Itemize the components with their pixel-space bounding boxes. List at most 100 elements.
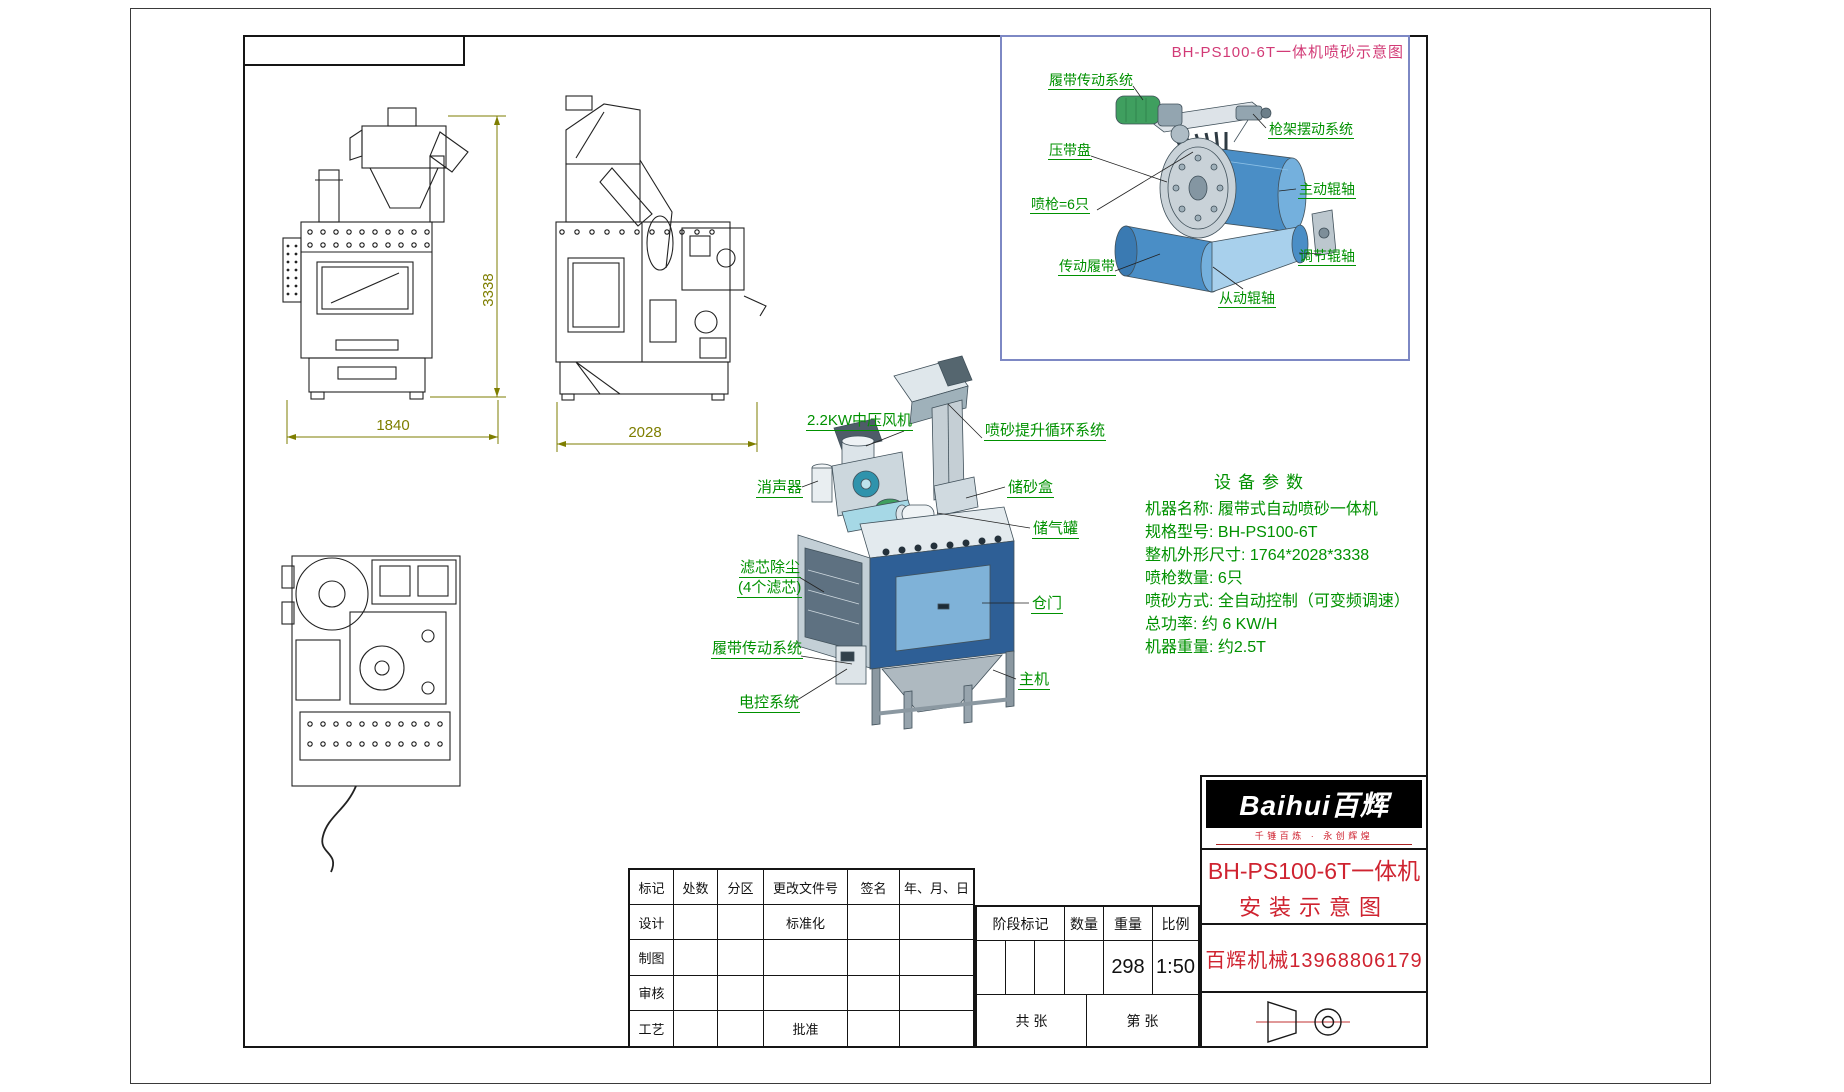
spec-total-power: 总功率: 约 6 KW/H — [1145, 616, 1278, 633]
spec-overall-size: 整机外形尺寸: 1764*2028*3338 — [1145, 547, 1370, 564]
label-filter-dust-line1: 滤芯除尘 — [739, 559, 802, 578]
company-contact: 百辉机械13968806179 — [1202, 923, 1426, 991]
label-muffler: 消声器 — [756, 479, 804, 498]
header-signature: 签名 — [848, 870, 900, 906]
label-electric-control: 电控系统 — [738, 694, 801, 713]
label-blower: 2.2KW中压风机 — [806, 412, 914, 431]
scale-header: 比例 — [1153, 907, 1198, 941]
stage-mark-header: 阶段标记 — [977, 907, 1065, 941]
empty-cell — [900, 940, 973, 976]
spec-gun-count: 喷枪数量: 6只 — [1145, 570, 1243, 587]
empty-cell — [764, 940, 848, 976]
label-track-drive-system: 履带传动系统 — [711, 640, 804, 659]
empty-cell — [1065, 941, 1104, 995]
cell-standardization: 标准化 — [764, 905, 848, 941]
empty-cell — [764, 975, 848, 1011]
drawing-title-cell: BH-PS100-6T一体机 安装示意图 — [1202, 848, 1426, 923]
empty-cell — [1035, 941, 1065, 995]
label-door: 仓门 — [1031, 595, 1064, 614]
header-change-doc-no: 更改文件号 — [764, 870, 848, 906]
label-track-drive-system-detail: 履带传动系统 — [1048, 72, 1134, 90]
specs-title: 设备参数 — [1214, 473, 1310, 492]
empty-cell — [718, 975, 764, 1011]
brand-logo: Baihui百辉 — [1206, 780, 1422, 828]
iso-leader-lines — [793, 403, 1031, 703]
dimension-height: 3338 — [480, 273, 497, 307]
paper-border — [130, 8, 1711, 1084]
empty-cell — [718, 905, 764, 941]
dimension-front-width: 1840 — [376, 417, 410, 434]
empty-cell — [900, 976, 973, 1011]
label-drive-belt: 传动履带 — [1058, 258, 1116, 276]
empty-cell — [718, 1010, 764, 1046]
quantity-header: 数量 — [1065, 907, 1104, 941]
detail-leader-lines — [1090, 85, 1322, 290]
dimension-side-width: 2028 — [628, 424, 662, 441]
empty-cell — [848, 940, 900, 976]
spec-model: 规格型号: BH-PS100-6T — [1145, 524, 1318, 541]
attachment-block — [243, 35, 465, 66]
empty-cell — [674, 940, 718, 976]
header-zone: 分区 — [718, 870, 764, 906]
label-sand-storage-box: 储砂盒 — [1007, 479, 1055, 498]
drawing-title-line1: BH-PS100-6T一体机 — [1207, 857, 1421, 884]
scale-value: 1:50 — [1153, 941, 1198, 995]
weight-value: 298 — [1104, 941, 1153, 995]
empty-cell — [848, 1010, 900, 1046]
sheets-total: 共 张 — [977, 995, 1087, 1046]
label-belt-press-disc: 压带盘 — [1048, 142, 1092, 160]
detail-view-box — [1000, 35, 1410, 361]
header-count: 处数 — [674, 870, 718, 906]
brand-slogan: 千锤百炼 · 永创辉煌 — [1216, 829, 1412, 845]
spec-machine-weight: 机器重量: 约2.5T — [1145, 639, 1266, 656]
label-filter-dust-line2: (4个滤芯) — [737, 579, 803, 598]
iso-machine-art — [797, 355, 1015, 730]
empty-cell — [674, 905, 718, 941]
top-view-art — [281, 555, 461, 873]
label-main-machine: 主机 — [1018, 671, 1051, 690]
specs-list: 机器名称: 履带式自动喷砂一体机 规格型号: BH-PS100-6T 整机外形尺… — [1145, 498, 1410, 659]
dimension-2028 — [556, 402, 758, 452]
spec-machine-name: 机器名称: 履带式自动喷砂一体机 — [1145, 501, 1378, 518]
title-block-right: Baihui百辉 千锤百炼 · 永创辉煌 BH-PS100-6T一体机 安装示意… — [1200, 775, 1428, 1048]
row-draft: 制图 — [630, 940, 674, 976]
empty-cell — [848, 975, 900, 1011]
label-driven-roller: 从动辊轴 — [1218, 290, 1276, 308]
front-view-art — [282, 107, 469, 400]
row-process: 工艺 — [630, 1010, 674, 1046]
header-mark: 标记 — [630, 870, 674, 906]
dimension-3338 — [430, 115, 506, 398]
label-gun-frame-swing: 枪架摆动系统 — [1268, 121, 1354, 139]
header-date: 年、月、日 — [900, 870, 973, 906]
dimension-1840 — [286, 400, 499, 444]
label-adjust-roller: 调节辊轴 — [1298, 248, 1356, 266]
sheet-number: 第 张 — [1126, 1012, 1159, 1029]
projection-symbol-cell — [1202, 991, 1426, 1046]
empty-cell — [674, 975, 718, 1011]
side-view-art — [555, 95, 767, 401]
empty-cell — [900, 905, 973, 941]
detail-view-title: BH-PS100-6T一体机喷砂示意图 — [1171, 44, 1404, 61]
label-spray-guns: 喷枪=6只 — [1030, 196, 1090, 214]
stage-quantity-table: 阶段标记 数量 重量 比例 298 1:50 共 张 第 张 — [975, 905, 1200, 1048]
label-blast-lift-system: 喷砂提升循环系统 — [984, 422, 1107, 441]
weight-header: 重量 — [1104, 907, 1153, 941]
projection-symbol — [1256, 1001, 1350, 1043]
cell-approval: 批准 — [764, 1010, 848, 1046]
spec-blast-mode: 喷砂方式: 全自动控制（可变频调速） — [1145, 593, 1410, 610]
row-review: 审核 — [630, 975, 674, 1011]
empty-cell — [1006, 941, 1035, 995]
label-main-roller: 主动辊轴 — [1298, 181, 1356, 199]
label-air-tank: 储气罐 — [1032, 520, 1080, 539]
revision-table: 标记 处数 分区 更改文件号 签名 年、月、日 设计 标准化 制图 审核 工艺 … — [628, 868, 975, 1048]
empty-cell — [977, 941, 1006, 995]
empty-cell — [848, 905, 900, 941]
detail-assembly-art — [1114, 95, 1337, 293]
empty-cell — [900, 1011, 973, 1046]
drawing-title-line2: 安装示意图 — [1238, 894, 1389, 920]
logo-cell: Baihui百辉 千锤百炼 · 永创辉煌 — [1202, 777, 1426, 848]
empty-cell — [674, 1010, 718, 1046]
empty-cell — [718, 940, 764, 976]
